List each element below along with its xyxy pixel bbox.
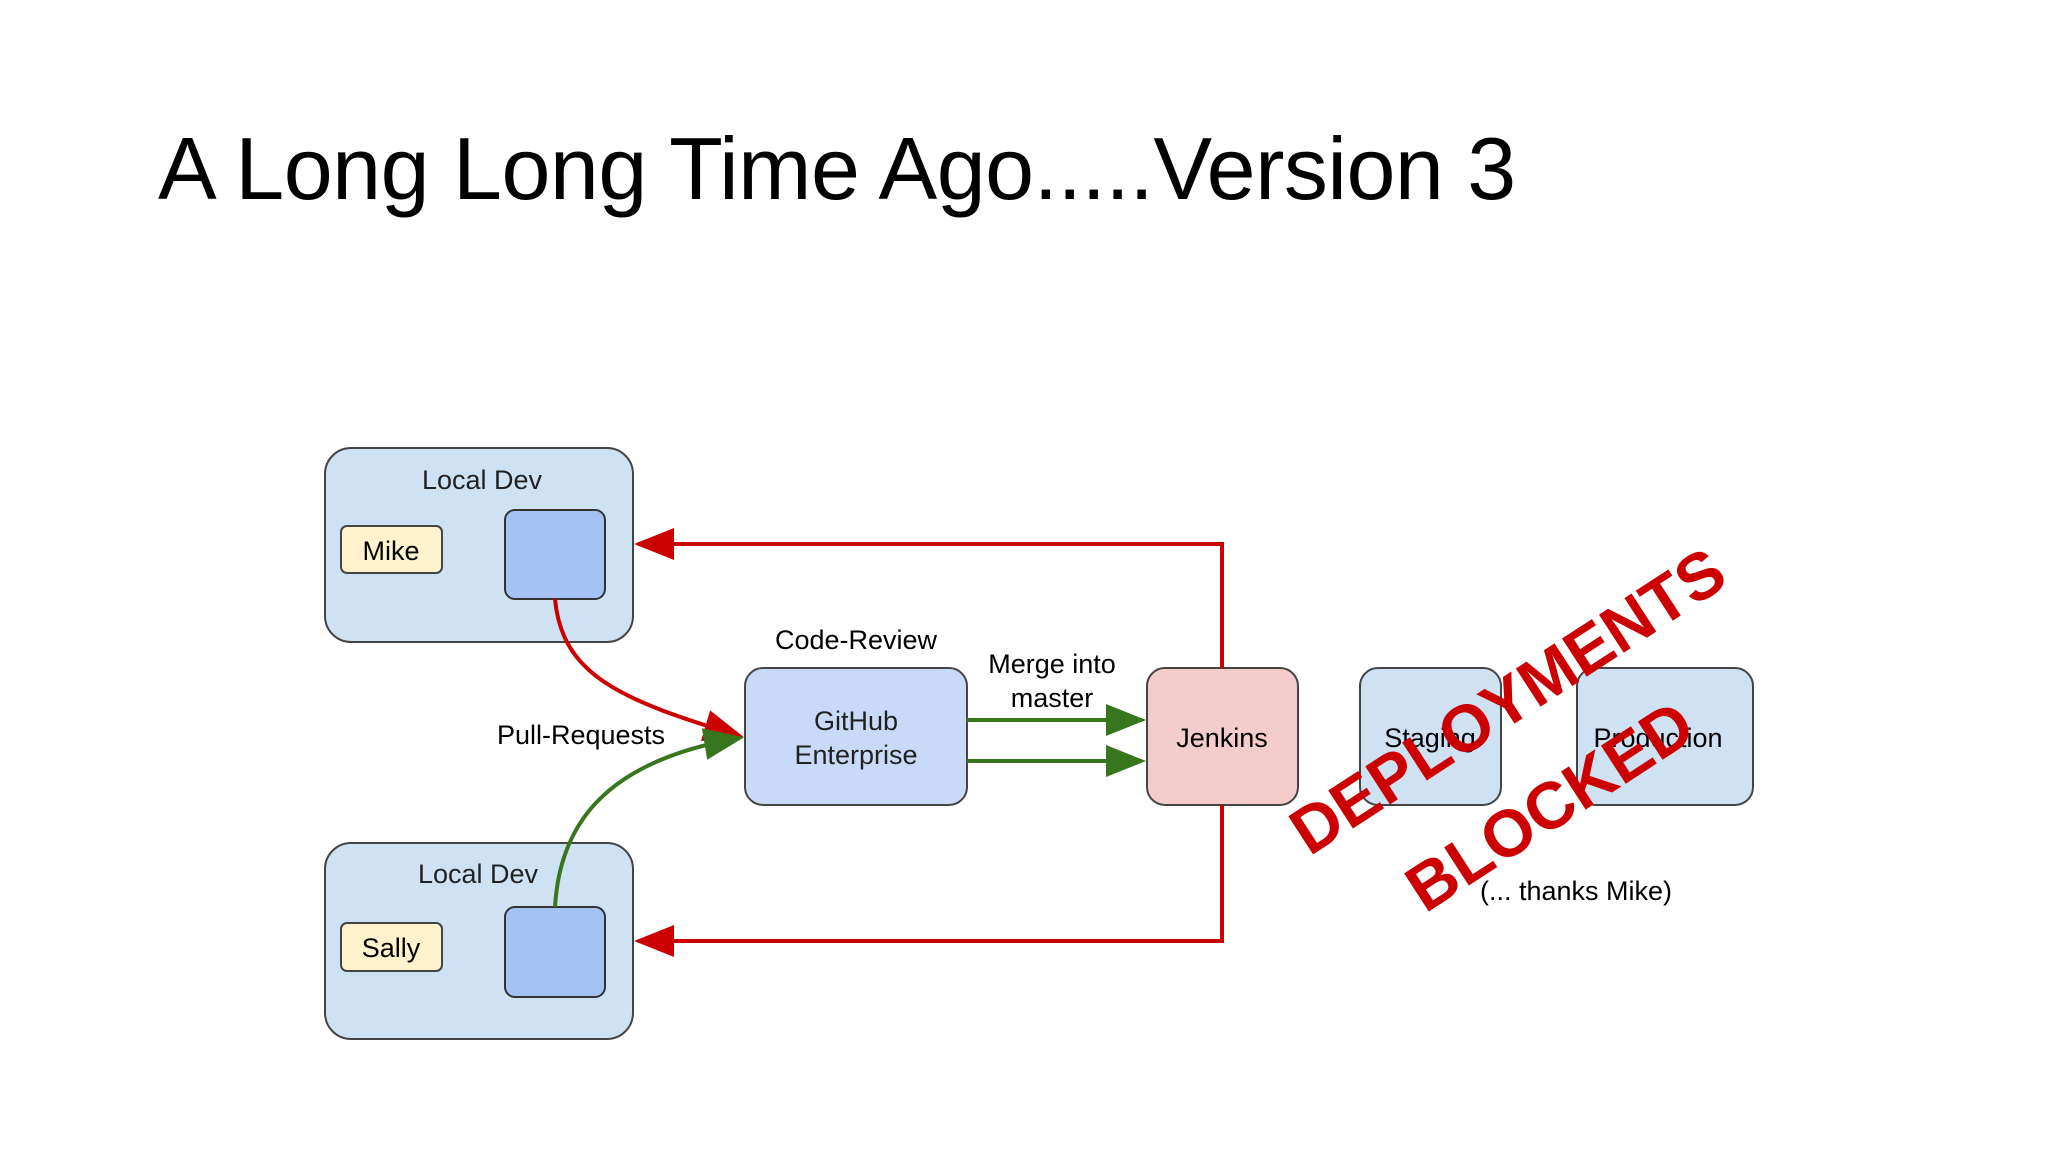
github-label-line2: Enterprise xyxy=(794,740,917,770)
local-dev-top-label: Local Dev xyxy=(422,465,543,495)
user-name-sally: Sally xyxy=(362,933,421,963)
stamp-note: (... thanks Mike) xyxy=(1480,876,1672,906)
merge-label-line2: master xyxy=(1011,683,1094,713)
pull-request-arrow-mike xyxy=(553,598,744,741)
staging-node: Staging xyxy=(1359,667,1502,806)
merge-label-line1: Merge into xyxy=(988,649,1116,679)
user-name-mike: Mike xyxy=(362,536,419,566)
workstation-box-bottom xyxy=(504,906,606,998)
jenkins-label: Jenkins xyxy=(1176,723,1268,753)
slide-title: A Long Long Time Ago.....Version 3 xyxy=(158,119,1516,218)
pull-requests-label: Pull-Requests xyxy=(497,720,665,750)
github-label-line1: GitHub xyxy=(814,706,898,736)
local-dev-bottom: Local Dev Sally xyxy=(324,842,634,1040)
production-node: Production xyxy=(1576,667,1754,806)
production-label: Production xyxy=(1593,723,1722,753)
workstation-box-top xyxy=(504,509,606,600)
staging-label: Staging xyxy=(1384,723,1476,753)
local-dev-top: Local Dev Mike xyxy=(324,447,634,643)
user-badge-sally xyxy=(340,922,443,972)
pull-request-arrow-sally xyxy=(553,728,744,908)
github-enterprise-node: Code-Review GitHub Enterprise xyxy=(744,625,968,806)
local-dev-bottom-label: Local Dev xyxy=(418,859,539,889)
user-badge-mike xyxy=(340,525,443,574)
jenkins-node: Jenkins xyxy=(1146,667,1299,806)
deployments-blocked-stamp: DEPLOYMENTS BLOCKED xyxy=(1277,533,1739,926)
jenkins-feedback-arrow-bottom xyxy=(634,805,1224,957)
jenkins-feedback-arrow-top xyxy=(634,528,1224,668)
code-review-label: Code-Review xyxy=(775,625,938,655)
